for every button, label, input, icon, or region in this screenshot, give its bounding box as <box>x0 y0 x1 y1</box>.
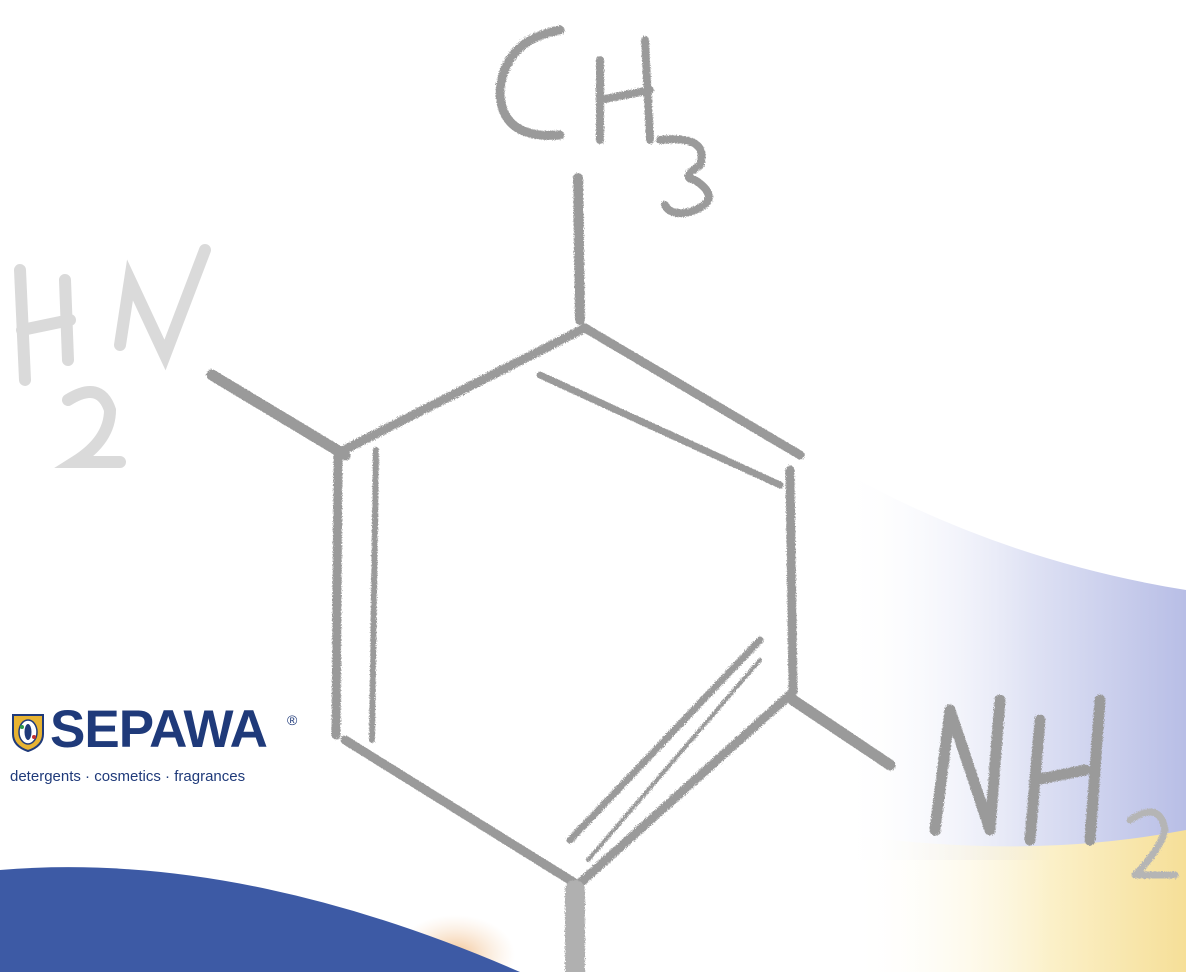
ch3-c-stroke <box>495 25 565 140</box>
amine-bond-left <box>206 369 351 461</box>
ring-bond-bottom-left <box>340 735 583 890</box>
brand-name: SEPAWA <box>50 700 268 759</box>
sepawa-shield-icon <box>12 714 44 752</box>
ring-bond-right <box>785 465 798 697</box>
inner-bond-left <box>369 447 379 743</box>
faint-h2n-sketch <box>14 244 211 468</box>
faint-2-stroke <box>54 386 126 468</box>
blue-band <box>0 867 520 972</box>
inner-bond-bottom-right-2 <box>586 658 762 862</box>
ring-bond-top-left <box>335 323 590 457</box>
ring-bond-bottom-right <box>573 687 798 890</box>
ch3-3-stroke <box>656 135 713 218</box>
lilac-wash <box>840 470 1186 860</box>
yellow-wash <box>850 830 1186 972</box>
ring-bond-left <box>331 450 343 740</box>
registered-mark: ® <box>287 712 298 728</box>
brand-tagline: detergents · cosmetics · fragrances <box>10 768 246 785</box>
nh2-h-stroke <box>1024 694 1106 846</box>
nh2-n-stroke <box>929 694 1006 836</box>
ring-bond-top-right <box>580 323 805 460</box>
faint-h-stroke <box>14 264 76 386</box>
inner-bond-bottom-right <box>566 636 764 844</box>
methyl-bond <box>573 173 585 325</box>
molecule-sketch <box>206 25 1179 972</box>
faint-n-stroke <box>114 244 211 371</box>
ch3-h-stroke <box>596 36 654 144</box>
sepawa-logo: SEPAWA ® detergents · cosmetics · fragra… <box>10 700 300 794</box>
nh2-2-stroke <box>1126 808 1179 879</box>
inner-bond-top-right <box>536 371 784 489</box>
amine-bond-right <box>787 694 896 771</box>
